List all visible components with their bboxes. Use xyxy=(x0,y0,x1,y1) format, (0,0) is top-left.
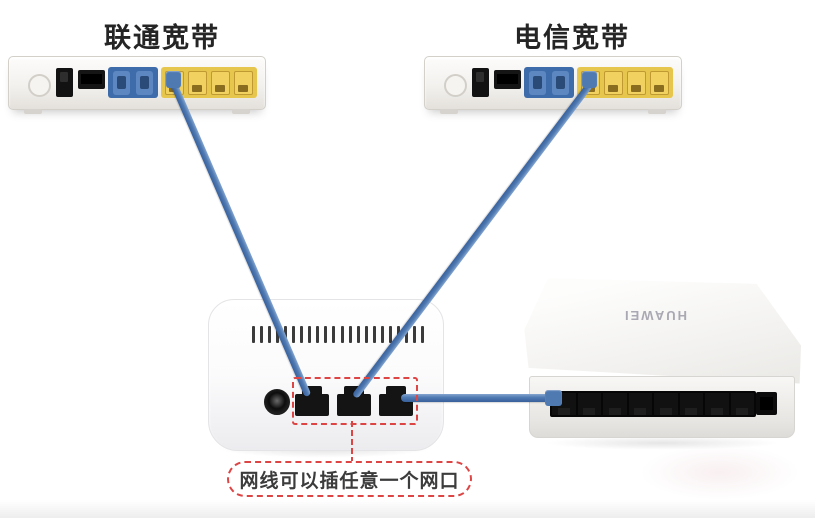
phone-port-panel xyxy=(524,67,574,98)
huawei-switch: HUAWEI xyxy=(523,276,801,442)
usb-port xyxy=(494,70,521,89)
unicom-broadband-title: 联通宽带 xyxy=(104,23,220,53)
router-port-1 xyxy=(295,386,329,416)
vent-slat-15 xyxy=(364,326,368,343)
vent-slat-18 xyxy=(388,326,392,343)
lan-port-4 xyxy=(650,70,669,95)
switch-port-6 xyxy=(679,393,703,415)
telecom-modem xyxy=(424,56,682,114)
unicom-modem xyxy=(8,56,266,114)
vent-slat-8 xyxy=(308,326,312,343)
power-switch xyxy=(56,68,73,97)
vent-slat-3 xyxy=(268,326,272,343)
annotation-highlight-box xyxy=(292,377,418,425)
vent-slat-17 xyxy=(380,326,384,343)
modem-foot xyxy=(24,109,42,114)
switch-power-port-slot xyxy=(760,397,773,410)
lan-port-3 xyxy=(627,70,646,95)
switch-port-4 xyxy=(628,393,652,415)
vent-slat-11 xyxy=(332,326,336,343)
lan-port-3 xyxy=(211,70,230,95)
cable-connector xyxy=(545,390,562,406)
annotation-leader-line xyxy=(351,421,353,463)
usb-port-slot xyxy=(81,74,102,84)
vent-slat-20 xyxy=(404,326,408,343)
switch-rear-panel xyxy=(529,376,795,438)
vent-slat-7 xyxy=(300,326,304,343)
vent-slat-9 xyxy=(316,326,320,343)
switch-power-port xyxy=(756,392,777,415)
rj45-tab xyxy=(302,386,322,396)
photo-bottom-edge xyxy=(0,500,815,518)
rj45-body xyxy=(337,394,371,416)
phone-port-2 xyxy=(135,70,153,95)
cable-connector xyxy=(166,71,181,88)
power-switch-rocker xyxy=(60,72,68,82)
vent-slat-14 xyxy=(356,326,360,343)
reset-button xyxy=(444,74,467,97)
usb-port-slot xyxy=(497,74,518,84)
vent-slat-10 xyxy=(324,326,328,343)
vent-slat-21 xyxy=(412,326,416,343)
rj45-body xyxy=(295,394,329,416)
power-switch-rocker xyxy=(476,72,484,82)
modem-foot xyxy=(648,109,666,114)
modem-foot xyxy=(232,109,250,114)
reset-button xyxy=(28,74,51,97)
vent-slat-12 xyxy=(340,326,344,343)
vent-slat-22 xyxy=(420,326,424,343)
rj45-tab xyxy=(386,386,406,396)
switch-port-strip xyxy=(550,391,756,417)
lan-port-2 xyxy=(604,70,623,95)
switch-shadow xyxy=(545,436,780,450)
cable-connector xyxy=(582,71,597,88)
switch-top-face: HUAWEI xyxy=(524,278,801,384)
dc-power-jack xyxy=(264,389,290,415)
vent-slat-13 xyxy=(348,326,352,343)
telecom-broadband-title: 电信宽带 xyxy=(514,23,630,53)
phone-port-1 xyxy=(113,70,131,95)
vent-slat-1 xyxy=(252,326,255,343)
phone-port-2 xyxy=(551,70,569,95)
lan-port-2 xyxy=(188,70,207,95)
switch-port-8 xyxy=(730,393,754,415)
lan-port-4 xyxy=(234,70,253,95)
phone-port-panel xyxy=(108,67,158,98)
annotation-label: 网线可以插任意一个网口 xyxy=(227,461,472,497)
switch-port-2 xyxy=(577,393,601,415)
switch-port-7 xyxy=(705,393,729,415)
faint-watermark xyxy=(640,445,800,500)
huawei-brand-text: HUAWEI xyxy=(623,308,687,323)
power-switch xyxy=(472,68,489,97)
switch-port-5 xyxy=(654,393,678,415)
phone-port-1 xyxy=(529,70,547,95)
vent-slat-2 xyxy=(260,326,264,343)
switch-port-3 xyxy=(603,393,627,415)
modem-foot xyxy=(440,109,458,114)
ethernet-cable-router-to-switch xyxy=(401,394,559,402)
vent-slat-6 xyxy=(292,326,296,343)
vent-slat-16 xyxy=(372,326,376,343)
usb-port xyxy=(78,70,105,89)
